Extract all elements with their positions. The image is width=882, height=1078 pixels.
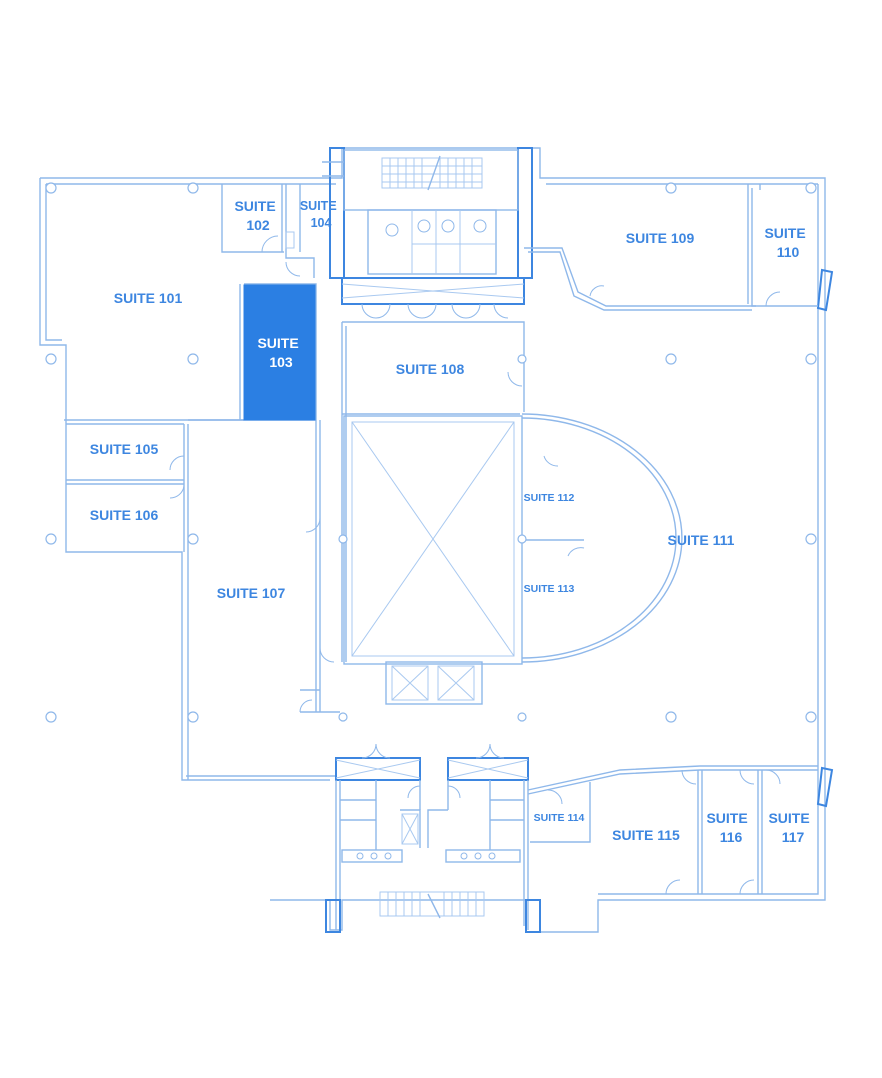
suite-112[interactable]: SUITE 112 xyxy=(524,492,575,504)
suite-117-label: SUITE 117 xyxy=(768,810,813,845)
suite-103[interactable]: SUITE 103 xyxy=(257,335,302,370)
suite-115[interactable]: SUITE 115 xyxy=(612,827,680,843)
suite-106[interactable]: SUITE 106 xyxy=(90,507,159,523)
suite-107[interactable]: SUITE 107 xyxy=(217,585,286,601)
suite-113-label: SUITE 113 xyxy=(524,583,575,595)
suite-116[interactable]: SUITE 116 xyxy=(706,810,751,845)
suite-110[interactable]: SUITE 110 xyxy=(764,225,809,260)
suite-108[interactable]: SUITE 108 xyxy=(396,361,465,377)
suite-115-label: SUITE 115 xyxy=(612,827,680,843)
atrium xyxy=(341,321,683,705)
suite-109-label: SUITE 109 xyxy=(626,230,695,246)
suite-105-label: SUITE 105 xyxy=(90,441,159,457)
suite-117[interactable]: SUITE 117 xyxy=(768,810,813,845)
suite-102-104-walls xyxy=(221,184,315,278)
suite-102[interactable]: SUITE 102 xyxy=(234,198,279,233)
suite-113[interactable]: SUITE 113 xyxy=(524,583,575,595)
suite-101-label: SUITE 101 xyxy=(114,290,183,306)
suite-111-label: SUITE 111 xyxy=(668,532,735,548)
suite-114-label: SUITE 114 xyxy=(534,812,585,824)
suite-111[interactable]: SUITE 111 xyxy=(668,532,735,548)
suite-105[interactable]: SUITE 105 xyxy=(90,441,159,457)
north-core xyxy=(322,147,533,319)
suite-104-label: SUITE 104 xyxy=(300,199,340,230)
suite-112-label: SUITE 112 xyxy=(524,492,575,504)
suite-101[interactable]: SUITE 101 xyxy=(114,290,183,306)
suite-110-label: SUITE 110 xyxy=(764,225,809,260)
north-east-walls xyxy=(524,184,818,311)
south-east-walls xyxy=(527,765,818,895)
suite-103-highlight xyxy=(243,284,316,421)
suite-114[interactable]: SUITE 114 xyxy=(534,812,585,824)
suite-103-label: SUITE 103 xyxy=(257,335,302,370)
suite-107-label: SUITE 107 xyxy=(217,585,286,601)
suite-109[interactable]: SUITE 109 xyxy=(626,230,695,246)
suite-104[interactable]: SUITE 104 xyxy=(300,199,340,230)
suite-102-label: SUITE 102 xyxy=(234,198,279,233)
suite-116-label: SUITE 116 xyxy=(706,810,751,845)
suite-106-label: SUITE 106 xyxy=(90,507,159,523)
suite-108-label: SUITE 108 xyxy=(396,361,465,377)
structural-columns xyxy=(45,182,817,723)
south-core xyxy=(325,743,541,933)
